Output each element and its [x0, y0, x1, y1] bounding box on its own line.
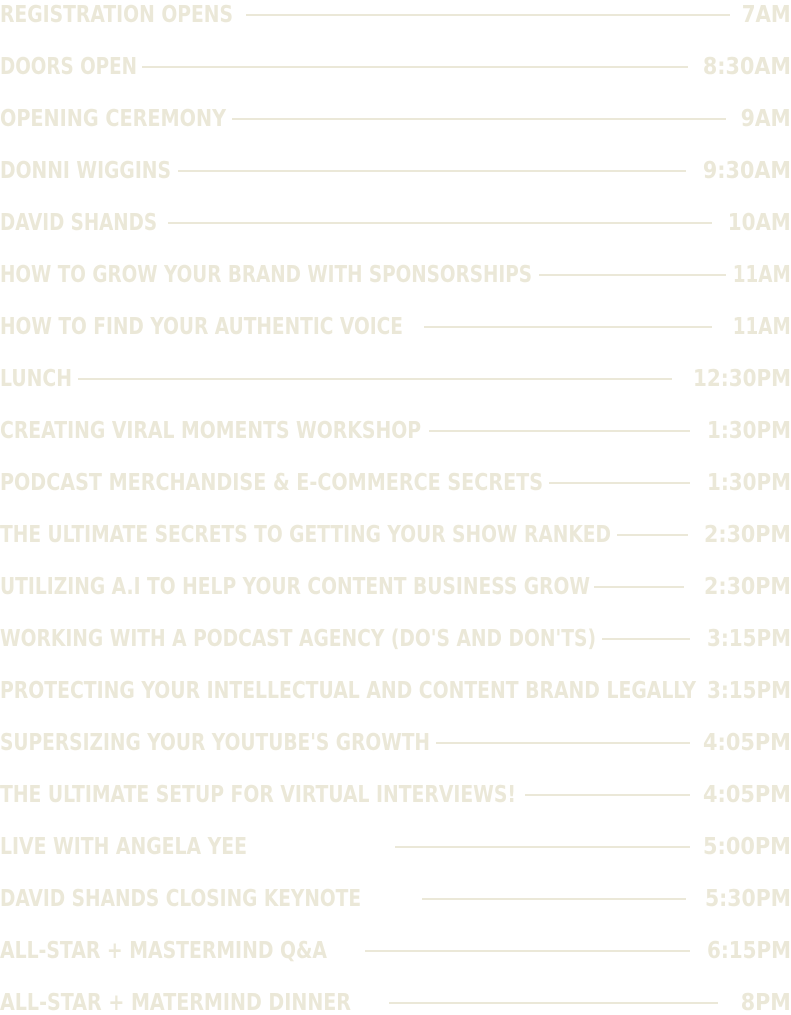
leader-line: [549, 482, 690, 484]
session-title: Podcast Merchandise & E-Commerce Secrets: [0, 470, 543, 496]
schedule-row: All-Star + Matermind Dinner 8PM: [0, 988, 791, 1015]
session-time: 3:15PM: [707, 626, 791, 652]
session-title: David Shands Closing Keynote: [0, 886, 361, 912]
schedule-row: Opening Ceremony 9AM: [0, 104, 791, 144]
session-time: 11AM: [733, 314, 791, 340]
leader-line: [232, 118, 726, 120]
schedule-row: Lunch 12:30PM: [0, 364, 791, 404]
leader-line: [594, 586, 684, 588]
session-title: Live With Angela Yee: [0, 834, 247, 860]
session-time: 9AM: [741, 106, 791, 132]
leader-line: [525, 794, 690, 796]
schedule-row: How to Find Your Authentic Voice 11AM: [0, 312, 791, 352]
session-title: Working With A Podcast Agency (Do's and …: [0, 626, 596, 652]
leader-line: [422, 898, 686, 900]
session-title: All-Star + Mastermind Q&A: [0, 938, 327, 964]
schedule-row: How to Grow Your Brand With Sponsorships…: [0, 260, 791, 300]
leader-line: [539, 274, 726, 276]
schedule-row: Live With Angela Yee 5:00PM: [0, 832, 791, 872]
session-title: Utilizing A.I To Help Your Content Busin…: [0, 574, 590, 600]
schedule-row: Protecting Your Intellectual And Content…: [0, 676, 791, 716]
leader-line: [424, 326, 712, 328]
schedule-row: The Ultimate Secrets To Getting Your Sho…: [0, 520, 791, 560]
schedule-row: David Shands Closing Keynote 5:30PM: [0, 884, 791, 924]
leader-line: [365, 950, 690, 952]
session-title: Protecting Your Intellectual And Content…: [0, 678, 696, 704]
schedule-row: Working With A Podcast Agency (Do's and …: [0, 624, 791, 664]
session-time: 10AM: [728, 210, 791, 236]
leader-line: [389, 1002, 718, 1004]
session-title: Donni Wiggins: [0, 158, 171, 184]
session-time: 6:15PM: [707, 938, 791, 964]
leader-line: [142, 66, 688, 68]
session-time: 8:30AM: [703, 54, 791, 80]
schedule-row: All-Star + Mastermind Q&A 6:15PM: [0, 936, 791, 976]
session-time: 8PM: [741, 990, 791, 1015]
leader-line: [395, 846, 690, 848]
leader-line: [617, 534, 688, 536]
session-time: 11AM: [733, 262, 791, 288]
session-time: 1:30PM: [707, 418, 791, 444]
schedule-row: Utilizing A.I To Help Your Content Busin…: [0, 572, 791, 612]
session-time: 5:30PM: [705, 886, 791, 912]
schedule-row: Podcast Merchandise & E-Commerce Secrets…: [0, 468, 791, 508]
leader-line: [178, 170, 686, 172]
leader-line: [78, 378, 672, 380]
session-time: 9:30AM: [703, 158, 791, 184]
session-time: 3:15PM: [707, 678, 791, 704]
session-title: Opening Ceremony: [0, 106, 226, 132]
session-time: 4:05PM: [703, 782, 791, 808]
schedule-row: David Shands 10AM: [0, 208, 791, 248]
session-title: How to Find Your Authentic Voice: [0, 314, 403, 340]
schedule-row: Donni Wiggins 9:30AM: [0, 156, 791, 196]
session-title: How to Grow Your Brand With Sponsorships: [0, 262, 532, 288]
schedule-row: Registration Opens 7AM: [0, 0, 791, 40]
session-time: 4:05PM: [703, 730, 791, 756]
session-time: 7AM: [742, 2, 791, 28]
schedule-row: Supersizing Your YouTube's Growth 4:05PM: [0, 728, 791, 768]
leader-line: [246, 14, 730, 16]
schedule-row: Creating Viral Moments Workshop 1:30PM: [0, 416, 791, 456]
session-time: 2:30PM: [704, 522, 791, 548]
session-title: Creating Viral Moments Workshop: [0, 418, 421, 444]
session-title: Lunch: [0, 366, 72, 392]
leader-line: [168, 222, 712, 224]
session-title: The Ultimate Secrets To Getting Your Sho…: [0, 522, 611, 548]
session-time: 2:30PM: [704, 574, 791, 600]
session-title: The Ultimate Setup For Virtual Interview…: [0, 782, 516, 808]
session-title: Supersizing Your YouTube's Growth: [0, 730, 430, 756]
session-title: Doors Open: [0, 54, 137, 80]
session-time: 1:30PM: [707, 470, 791, 496]
session-title: All-Star + Matermind Dinner: [0, 990, 351, 1015]
schedule-row: The Ultimate Setup For Virtual Interview…: [0, 780, 791, 820]
leader-line: [436, 742, 690, 744]
session-title: Registration Opens: [0, 2, 233, 28]
leader-line: [602, 638, 690, 640]
session-time: 12:30PM: [693, 366, 791, 392]
session-title: David Shands: [0, 210, 157, 236]
session-time: 5:00PM: [703, 834, 791, 860]
schedule-row: Doors Open 8:30AM: [0, 52, 791, 92]
leader-line: [429, 430, 690, 432]
